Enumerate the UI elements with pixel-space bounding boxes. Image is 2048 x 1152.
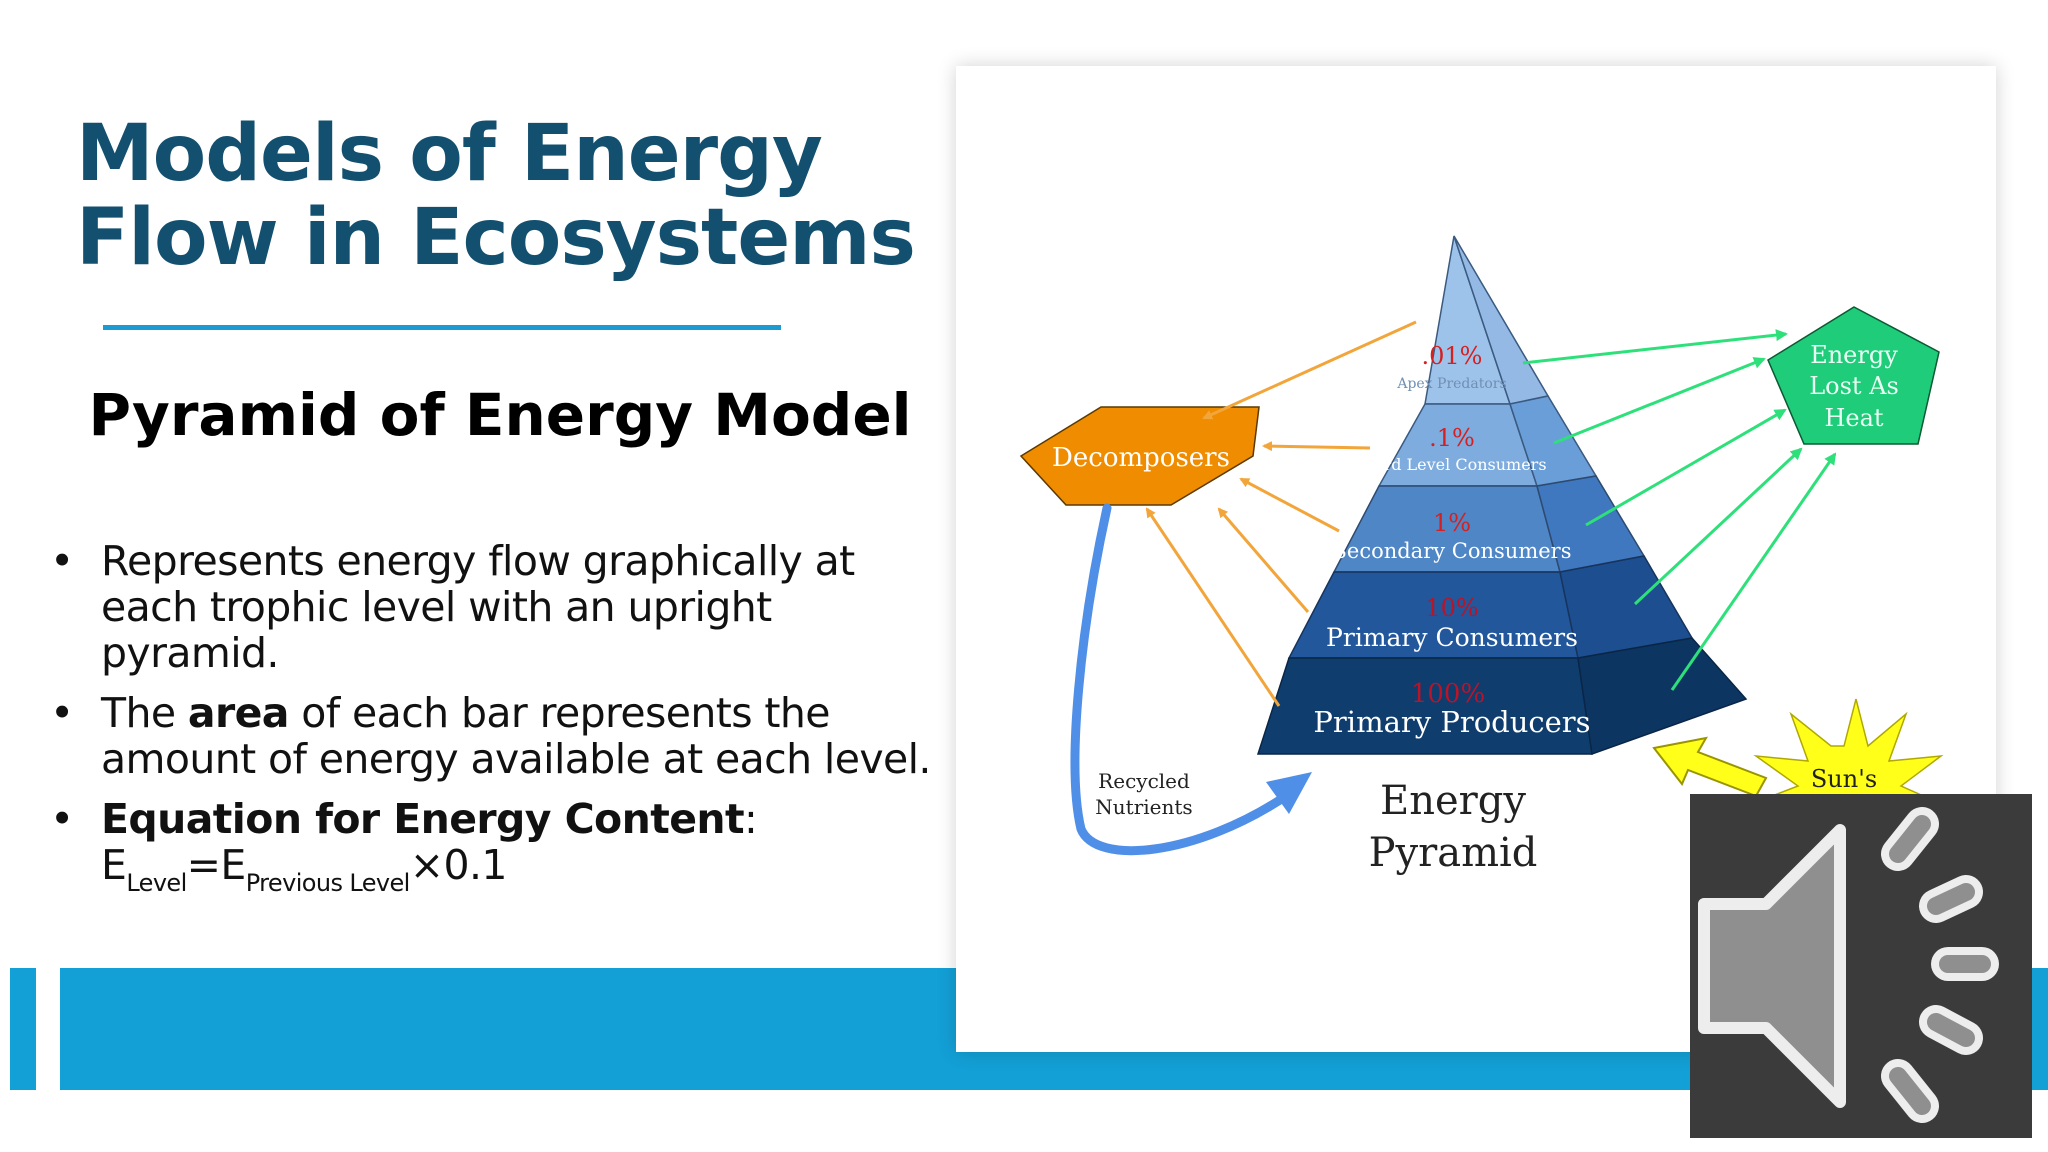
green-arrow (1585, 408, 1787, 527)
caption-line1: Energy (1380, 778, 1526, 824)
caption-line2: Pyramid (1369, 830, 1538, 876)
heat-label-line3: Heat (1824, 404, 1883, 432)
decomposers-shape (1019, 406, 1260, 506)
slide-title: Models of Energy Flow in Ecosystems (76, 112, 936, 280)
decomposers-label: Decomposers (1052, 443, 1230, 473)
recycled-label-line1: Recycled (1098, 769, 1190, 793)
bullet-text-pre: The (101, 689, 188, 737)
orange-arrow (1262, 441, 1371, 452)
recycled-label-line2: Nutrients (1095, 795, 1192, 819)
sun-label: Sun's (1811, 765, 1877, 793)
level-name-apex: Apex Predators (1396, 376, 1506, 392)
orange-arrow (1202, 320, 1417, 420)
sun-arrow (1652, 736, 1768, 798)
title-line-2: Flow in Ecosystems (76, 193, 916, 283)
bullet-list: • Represents energy flow graphically at … (50, 538, 950, 902)
bullet-text-bold: Equation for Energy Content (101, 795, 745, 843)
orange-arrow (1239, 477, 1340, 533)
eq-equals: =E (186, 841, 247, 889)
orange-arrow (1217, 507, 1310, 613)
pyramid-side-producers (1577, 637, 1748, 756)
level-name-producers: Primary Producers (1313, 705, 1590, 739)
eq-sub-level: Level (126, 869, 187, 897)
bullet-item: • Represents energy flow graphically at … (50, 538, 950, 676)
title-underline (103, 325, 781, 330)
green-arrow (1522, 329, 1788, 365)
bullet-colon: : (744, 795, 758, 843)
heat-label-line1: Energy (1810, 341, 1898, 369)
level-name-secondary: Secondary Consumers (1333, 539, 1572, 563)
orange-arrow (1145, 507, 1281, 707)
speaker-icon-graphic (1698, 807, 1999, 1123)
bullet-text-post: of each bar represents the amount of ene… (101, 689, 931, 783)
level-percent-secondary: 1% (1433, 509, 1471, 537)
level-name-primary-consumers: Primary Consumers (1326, 623, 1578, 652)
eq-tail: ×0.1 (409, 841, 508, 889)
level-name-third: Third Level Consumers (1357, 455, 1546, 474)
bullet-dot: • (50, 537, 74, 585)
recycled-nutrients-arrow (1070, 503, 1291, 856)
bullet-text: Represents energy flow graphically at ea… (101, 537, 855, 677)
title-line-1: Models of Energy (76, 109, 823, 199)
slide-subtitle: Pyramid of Energy Model (88, 381, 912, 449)
green-arrow (1553, 357, 1766, 445)
bullet-item: • Equation for Energy Content: ELevel=EP… (50, 795, 950, 895)
green-arrow (1670, 452, 1837, 691)
bullet-item: • The area of each bar represents the am… (50, 690, 950, 782)
footer-band-accent (10, 968, 36, 1090)
level-percent-primary-consumers: 10% (1425, 594, 1478, 622)
bullet-text-bold: area (187, 689, 290, 737)
eq-e: E (101, 841, 127, 889)
eq-sub-previous: Previous Level (245, 869, 411, 897)
speaker-icon[interactable] (1690, 794, 2032, 1138)
level-percent-producers: 100% (1411, 679, 1485, 709)
level-percent-apex: .01% (1422, 342, 1483, 370)
bullet-dot: • (50, 795, 74, 843)
bullet-dot: • (50, 689, 74, 737)
heat-shape (1767, 306, 1940, 445)
level-percent-third: .1% (1429, 424, 1475, 452)
heat-label-line2: Lost As (1809, 372, 1899, 400)
energy-equation: ELevel=EPrevious Level×0.1 (101, 841, 950, 895)
diagram-canvas: .01% Apex Predators .1% Third Level Cons… (1019, 235, 1947, 876)
green-arrow (1633, 447, 1803, 606)
recycled-nutrients-arrowhead (1266, 772, 1312, 814)
